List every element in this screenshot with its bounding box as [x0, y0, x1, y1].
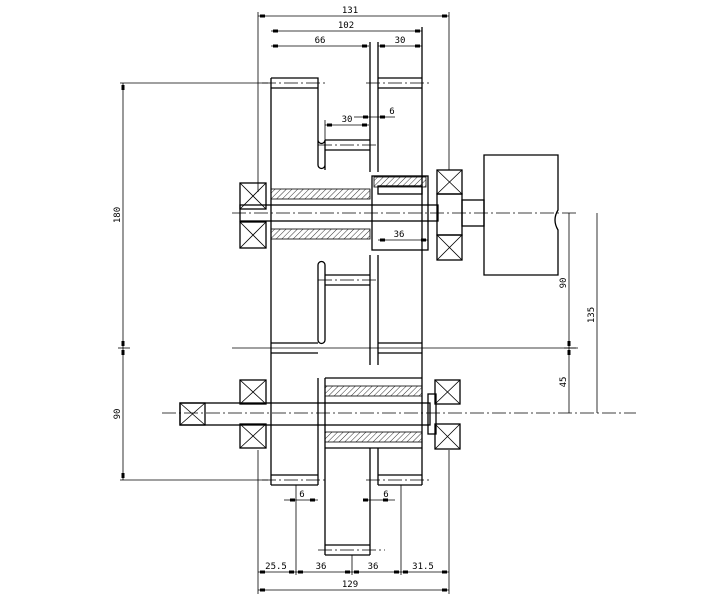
dim-135: 135: [587, 307, 597, 323]
dim-36-a: 36: [316, 562, 327, 572]
bearing-lower-left: [239, 379, 267, 449]
bearing-upper-left: [239, 182, 267, 249]
dimension-labels: 131 102 66 30 30 6 36 180 90 90 135 45 6…: [113, 6, 597, 590]
dim-6-bottom-left: 6: [299, 490, 304, 500]
dim-25-5: 25.5: [265, 562, 287, 572]
centerlines: [162, 82, 636, 551]
dim-131: 131: [342, 6, 358, 16]
dimension-lines: [118, 12, 598, 594]
upper-right-gear: [377, 27, 423, 485]
upper-left-gear: [270, 77, 326, 485]
upper-small-gear: [325, 42, 371, 365]
lower-shaft: [179, 377, 437, 556]
dim-180: 180: [113, 207, 123, 223]
motor-body: [483, 154, 559, 276]
bearing-upper-right: [436, 169, 463, 261]
dim-102: 102: [338, 21, 354, 31]
upper-shaft: [239, 175, 485, 251]
dim-90-left: 90: [113, 409, 123, 420]
dim-6-top: 6: [389, 107, 394, 117]
dim-90-right: 90: [559, 278, 569, 289]
dim-36-b: 36: [368, 562, 379, 572]
dim-6-bottom-right: 6: [383, 490, 388, 500]
dimension-arrows: [121, 14, 571, 592]
dim-45: 45: [559, 377, 569, 388]
dim-129: 129: [342, 580, 358, 590]
dim-66: 66: [315, 36, 326, 46]
dim-30-small: 30: [342, 115, 353, 125]
bearing-lower-right: [434, 379, 461, 450]
dim-31-5: 31.5: [412, 562, 434, 572]
dim-36-hub: 36: [394, 230, 405, 240]
dim-30-top: 30: [395, 36, 406, 46]
